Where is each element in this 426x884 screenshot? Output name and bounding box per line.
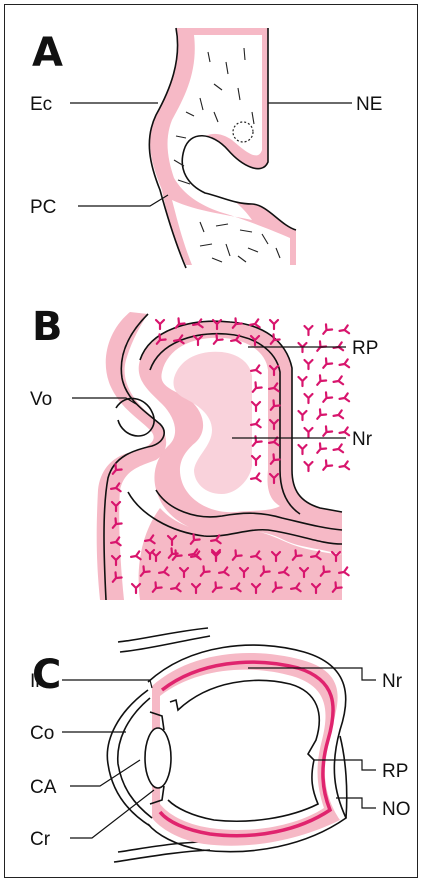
upper-lid-line-2 (120, 636, 210, 652)
mesenchyme-mark (339, 393, 349, 402)
panel-a-letter: A (32, 30, 63, 76)
mesenchyme-mark (270, 320, 278, 329)
panel-c-ca-leader (70, 760, 140, 786)
label-ec: Ec (30, 94, 52, 115)
mesenchyme-mark (314, 443, 326, 455)
label-cr: Cr (30, 829, 51, 850)
mesenchyme-mark (298, 445, 306, 454)
mesenchyme-mark (320, 358, 332, 370)
mesenchyme-mark (320, 460, 332, 472)
mesenchyme-mark (339, 359, 349, 368)
mesenchyme-mark (320, 324, 332, 336)
label-rp-c: RP (382, 761, 408, 782)
panel-a: A Ec NE PC (30, 28, 382, 268)
panel-c: C Ir Nr Co RP (30, 628, 411, 862)
panel-c-cr-leader (70, 790, 154, 838)
mesenchyme-mark (298, 411, 306, 420)
mesenchyme-mark (304, 326, 312, 335)
label-no: NO (382, 799, 411, 820)
panel-c-lens (145, 728, 171, 788)
mesenchyme-mark (339, 461, 349, 470)
panel-b-letter: B (32, 304, 63, 350)
mesenchyme-mark (333, 444, 343, 453)
mesenchyme-mark (314, 409, 326, 421)
panel-b: B RP Vo Nr (30, 304, 378, 600)
panel-c-ir-leader (62, 680, 152, 688)
panel-c-vitreous (160, 670, 326, 830)
mesenchyme-mark (298, 377, 306, 386)
mesenchyme-mark (314, 375, 326, 387)
label-nr-b: Nr (352, 429, 373, 450)
mesenchyme-mark (304, 394, 312, 403)
label-vo: Vo (30, 389, 52, 410)
mesenchyme-mark (339, 427, 349, 436)
mesenchyme-mark (333, 376, 343, 385)
mesenchyme-mark (320, 392, 332, 404)
mesenchyme-mark (132, 584, 140, 593)
upper-lid-line-1 (118, 628, 208, 642)
label-ne: NE (356, 94, 382, 115)
mesenchyme-mark (304, 428, 312, 437)
panel-c-cornea (107, 690, 150, 826)
label-pc: PC (30, 197, 56, 218)
label-ca: CA (30, 777, 57, 798)
label-nr-c: Nr (382, 671, 403, 692)
mesenchyme-mark (304, 462, 312, 471)
panel-a-pc-leader (78, 195, 168, 206)
lower-lid-line-1 (114, 850, 210, 862)
label-ir: Ir (30, 671, 42, 692)
label-rp-b: RP (352, 338, 378, 359)
mesenchyme-mark (339, 325, 349, 334)
mesenchyme-mark (130, 551, 140, 560)
label-co: Co (30, 723, 54, 744)
mesenchyme-mark (333, 410, 343, 419)
mesenchyme-mark (304, 360, 312, 369)
mesenchyme-mark (156, 320, 164, 329)
mesenchyme-mark (320, 426, 332, 438)
